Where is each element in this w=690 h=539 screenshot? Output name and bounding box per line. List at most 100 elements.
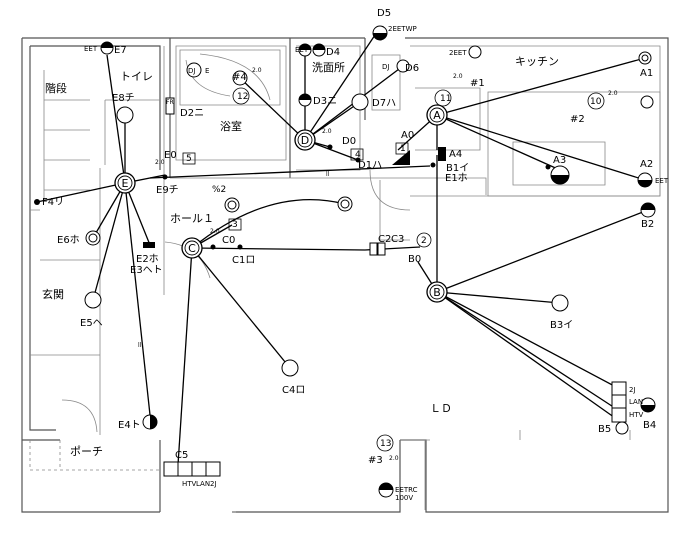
light-E8-icon[interactable] <box>116 106 134 124</box>
panel-A-label: A <box>433 109 441 122</box>
label-E8: E8チ <box>112 92 135 104</box>
wire-gauge-2: 2.0 <box>322 128 332 135</box>
label-D3: D3ニ <box>313 96 337 107</box>
downlight-E6-icon[interactable] <box>85 230 101 246</box>
label-dj: DJ <box>188 67 195 75</box>
room-kitchen: キッチン <box>515 55 559 68</box>
room-washroom: 洗面所 <box>312 61 345 74</box>
light-D7-icon[interactable] <box>351 93 369 111</box>
circuit-1: 1 <box>400 144 406 154</box>
label-eet-a2: EET <box>655 177 669 185</box>
label-E4: E4ト <box>118 420 141 431</box>
label-E6: E6ホ <box>57 234 80 246</box>
outlet-D6-icon[interactable] <box>396 59 410 73</box>
label-B0: B0 <box>408 254 421 265</box>
label-C4: C4ロ <box>282 385 305 396</box>
fan-DJ-icon[interactable] <box>186 62 202 78</box>
label-hash2: #2 <box>570 114 585 125</box>
wire-gauge-6: 2.0 <box>210 228 220 235</box>
label-E0: E0 <box>164 150 177 161</box>
label-hash4: #4 <box>232 72 247 83</box>
room-hall: ホール１ <box>170 212 214 225</box>
label-C2: C2 <box>378 234 391 245</box>
circuit-10: 10 <box>590 97 602 107</box>
outlet-C3-icon[interactable] <box>377 242 386 256</box>
room-stairs: 階段 <box>45 81 67 95</box>
label-B1: B1イ <box>446 163 469 174</box>
switch-A4-icon[interactable] <box>438 147 446 161</box>
label-E9: E9チ <box>156 184 179 196</box>
label-D4: D4 <box>326 47 340 58</box>
label-B5: B5 <box>598 424 611 435</box>
circuit-markers <box>182 87 605 452</box>
panel-D-label: D <box>301 134 309 147</box>
switch-E2-icon[interactable] <box>143 242 155 248</box>
label-A3: A3 <box>553 155 566 166</box>
switch-F4-icon[interactable] <box>34 199 40 205</box>
light-E5-icon[interactable] <box>84 291 102 309</box>
circuit-4: 4 <box>355 150 361 160</box>
label-2j-c: 2J <box>210 480 217 488</box>
panel-C-label: C <box>188 242 196 255</box>
label-D6: D6 <box>405 63 419 74</box>
fr-box-icon <box>165 97 175 115</box>
text-labels: 階段 トイレ 洗面所 浴室 キッチン ホール１ 玄関 ポーチ ＬＤ A0 A1 … <box>42 8 669 502</box>
light-B3-icon[interactable] <box>551 294 569 312</box>
label-hash3: #3 <box>368 455 383 466</box>
wire-gauge-5: 2.0 <box>389 455 399 462</box>
label-C0: C0 <box>222 235 235 246</box>
outlet-B5-icon[interactable] <box>615 421 629 435</box>
panel-B[interactable]: B <box>426 281 448 303</box>
label-B3: B3イ <box>550 320 573 331</box>
label-A2: A2 <box>640 159 653 170</box>
light-C4-icon[interactable] <box>281 359 299 377</box>
label-A0: A0 <box>401 130 414 141</box>
wire-gauge-4: 2.0 <box>608 90 618 97</box>
outlet-C2-icon[interactable] <box>369 242 378 256</box>
panel-C[interactable]: C <box>181 237 203 259</box>
label-E3: E3ヘト <box>130 265 163 276</box>
panel-A[interactable]: A <box>426 104 448 126</box>
downlight-A1-icon[interactable] <box>638 51 652 65</box>
wire-gauge-3: 2.0 <box>453 73 463 80</box>
room-toilet: トイレ <box>120 70 153 83</box>
wire-gauge-7: 2.0 <box>252 67 262 74</box>
downlight-hall2-icon[interactable] <box>224 197 240 213</box>
label-B2: B2 <box>641 219 654 230</box>
room-bath: 浴室 <box>220 119 242 133</box>
label-eetrc: EETRC <box>395 486 418 494</box>
outlet-A1b-icon[interactable] <box>640 95 654 109</box>
label-eet-e7: EET <box>84 45 98 53</box>
label-E1: E1ホ <box>445 172 468 184</box>
panel-E-label: E <box>122 177 129 190</box>
downlight-hall-icon[interactable] <box>337 196 353 212</box>
circuit-3: 3 <box>232 220 238 230</box>
circuit-2: 2 <box>421 236 427 246</box>
fixtures: A B C D E <box>34 25 656 498</box>
panel-D[interactable]: D <box>294 129 316 151</box>
label-eet-d4: EET <box>295 46 309 54</box>
label-lan-c: LAN <box>196 480 210 488</box>
multimedia-box-B-icon[interactable] <box>611 381 627 423</box>
room-entrance: 玄関 <box>42 287 64 301</box>
label-lan-b: LAN <box>629 398 643 406</box>
label-A1: A1 <box>640 68 653 79</box>
panel-E[interactable]: E <box>114 172 136 194</box>
light-D2-icon[interactable] <box>232 70 248 86</box>
circuit-12: 12 <box>237 92 248 102</box>
label-2eet: 2EET <box>449 49 467 57</box>
circuit-5: 5 <box>186 154 192 164</box>
label-D7: D7ハ <box>372 98 396 109</box>
label-htv-b: HTV <box>629 411 644 419</box>
circuit-13: 13 <box>380 439 391 449</box>
outlet-kitchen-icon[interactable] <box>468 45 482 59</box>
label-D2: D2ニ <box>180 108 204 119</box>
label-hash1: #1 <box>470 78 485 89</box>
label-E5: E5ヘ <box>80 318 103 329</box>
label-D1: D1ハ <box>358 160 382 171</box>
label-D5: D5 <box>377 8 391 19</box>
label-C3: C3 <box>391 234 404 245</box>
label-D0: D0 <box>342 136 356 147</box>
